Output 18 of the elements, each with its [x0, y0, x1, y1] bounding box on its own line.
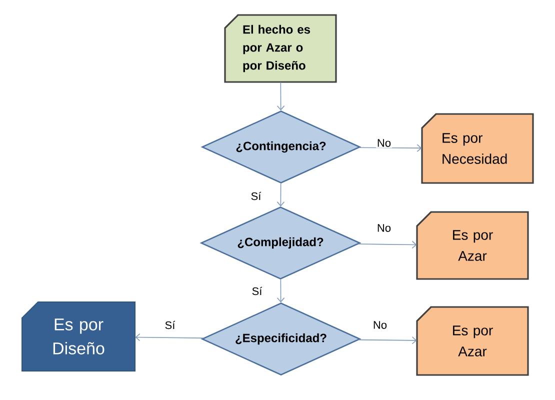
arrow [276, 279, 285, 302]
edge-label: Sí [250, 286, 264, 296]
result-card: Es por Necesidad [421, 113, 534, 184]
start-card: El hecho es por Azar o por Diseño [224, 14, 337, 83]
arrow [276, 82, 285, 110]
arrow [358, 240, 417, 249]
arrow [358, 144, 422, 152]
arrow [358, 336, 417, 344]
result-card: Es por Azar [416, 211, 529, 280]
edge-label: Sí [250, 190, 262, 202]
edge-label: No [372, 320, 388, 330]
result-card: Es por Diseño [22, 302, 136, 372]
edge-label: No [376, 138, 392, 148]
arrow [276, 183, 285, 206]
edge-label: Sí [164, 320, 176, 330]
arrow [135, 333, 204, 342]
result-card: Es por Azar [416, 306, 529, 376]
edge-label: No [376, 223, 392, 233]
